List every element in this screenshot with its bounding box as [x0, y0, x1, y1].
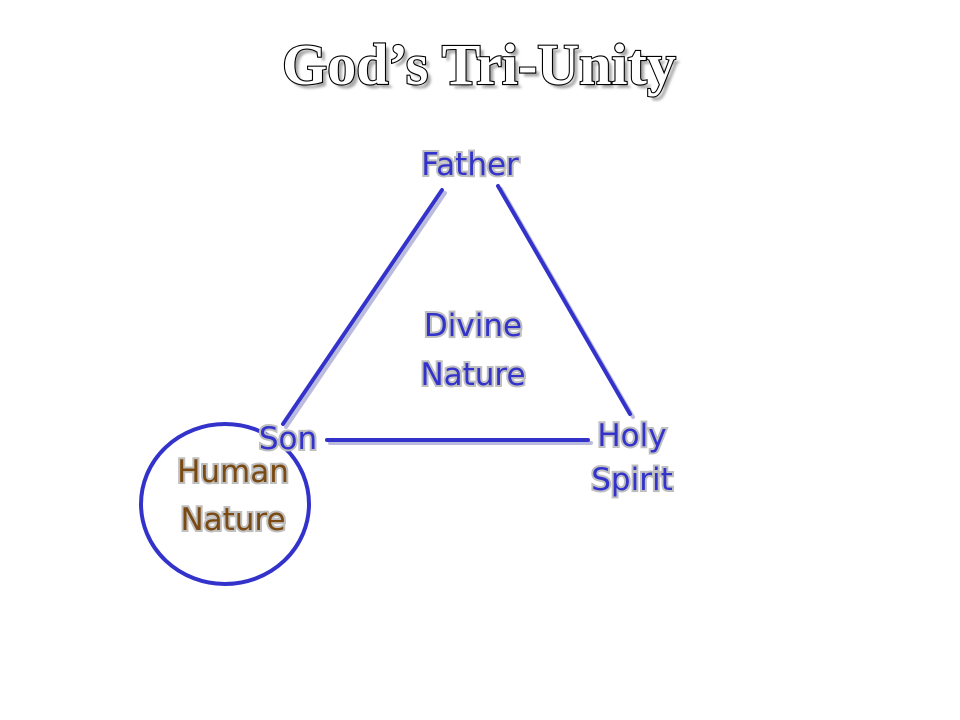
node-labels: Father Son Holy Spirit Divine Nature	[257, 145, 675, 500]
node-holy-label: Holy	[597, 418, 666, 454]
edge-father-son	[281, 188, 444, 426]
edge-father-son-shadow	[284, 191, 447, 429]
human-label: Human	[177, 454, 289, 490]
page-title-shadow: God’s Tri-Unity	[286, 36, 680, 101]
human-nature-circle-group	[139, 422, 311, 586]
triangle-edges	[281, 184, 635, 445]
page-title: God’s Tri-Unity	[282, 32, 676, 97]
human-nature-labels: Human Nature	[175, 452, 291, 540]
human-nature-label: Nature	[180, 502, 285, 538]
human-nature-circle	[139, 422, 311, 586]
node-spirit-label: Spirit	[591, 462, 672, 498]
center-nature-label: Nature	[420, 357, 525, 393]
node-father-label: Father	[421, 147, 519, 183]
center-divine-label: Divine	[424, 308, 522, 344]
edge-father-spirit	[496, 184, 632, 416]
title-group: God’s Tri-Unity God’s Tri-Unity	[281, 31, 680, 101]
node-son-label: Son	[259, 421, 317, 457]
